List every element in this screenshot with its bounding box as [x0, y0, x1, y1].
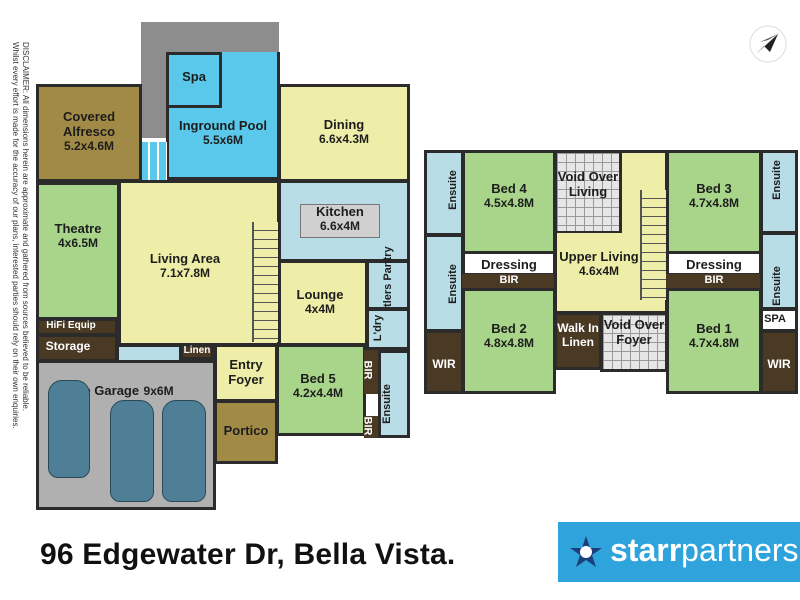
- brand-name-a: starr: [610, 532, 682, 568]
- upper-living-label: Upper Living 4.6x4M: [559, 249, 639, 278]
- bed2-label: Bed 2 4.8x4.8M: [483, 321, 535, 350]
- kitchen-island: [300, 204, 380, 238]
- void-foyer-label: Void Over Foyer: [603, 317, 665, 347]
- car-icon: [162, 400, 206, 502]
- walk-in-linen-label: Walk In Linen: [557, 321, 599, 349]
- portico-room: [214, 400, 278, 464]
- pool-steps: [141, 142, 167, 180]
- spa-label-top: Spa: [182, 69, 206, 84]
- ensuite-upper-r1: [760, 150, 798, 234]
- spa-room-overlay: [166, 52, 222, 108]
- upper-stairs: [640, 190, 666, 300]
- north-arrow-icon: [748, 24, 788, 64]
- brand-wordmark: starrpartners: [610, 532, 799, 569]
- butlers-pantry-room: [366, 260, 410, 310]
- bed5-room: [276, 344, 366, 436]
- wir-left-room: [424, 330, 464, 394]
- void-living-room: [554, 150, 622, 234]
- ensuite-upper-l1-label: Ensuite: [447, 170, 459, 210]
- entry-foyer-label: Entry Foyer: [228, 357, 264, 387]
- kitchen-label: Kitchen 6.6x4M: [316, 204, 364, 233]
- portico-label: Portico: [223, 423, 269, 438]
- ensuite-upper-r1-label: Ensuite: [771, 160, 783, 200]
- theatre-label: Theatre 4x6.5M: [54, 221, 102, 250]
- wir-left-label: WIR: [432, 357, 456, 371]
- lounge-room: [278, 260, 368, 346]
- property-address: 96 Edgewater Dr, Bella Vista.: [40, 538, 456, 571]
- lounge-label: Lounge 4x4M: [296, 287, 344, 316]
- storage-label: Storage: [45, 339, 91, 353]
- bed1-label: Bed 1 4.7x4.8M: [688, 321, 740, 350]
- linen-label: Linen: [183, 345, 211, 356]
- dressing-left-label: Dressing: [481, 257, 537, 272]
- upper-floor-plan: Ensuite Ensuite WIR Bed 4 4.5x4.8M Dress…: [424, 150, 798, 394]
- linen-room: [180, 344, 214, 360]
- brand-logo: starrpartners: [558, 522, 800, 582]
- ensuite-upper-l2-label: Ensuite: [447, 264, 459, 304]
- dressing-left-room: [462, 252, 556, 276]
- spa-upper-label: SPA: [764, 313, 786, 325]
- laundry-room: [366, 308, 410, 350]
- alfresco-label: Covered Alfresco 5.2x4.6M: [62, 109, 116, 153]
- walk-in-linen-room: [554, 312, 602, 370]
- bir-a: BIR: [361, 350, 380, 394]
- dining-room: [278, 84, 410, 182]
- living-label: Living Area 7.1x7.8M: [149, 251, 221, 280]
- ground-floor-plan: Spa Spa Inground Pool 5.5x6M Covered Alf…: [0, 0, 420, 520]
- ensuite-upper-r2: [760, 232, 798, 310]
- pool-label: Inground Pool 5.5x6M: [178, 118, 268, 147]
- wir-right-label: WIR: [767, 357, 791, 371]
- dressing-right-label: Dressing: [686, 257, 742, 272]
- dining-label: Dining 6.6x4.3M: [318, 117, 370, 146]
- storage-room: [36, 334, 118, 362]
- ensuite-ground-room: [378, 350, 410, 438]
- bed3-room: [666, 150, 762, 254]
- bed3-label: Bed 3 4.7x4.8M: [688, 181, 740, 210]
- wir-right-room: [760, 330, 798, 394]
- car-icon: [110, 400, 154, 502]
- void-living-label: Void Over Living: [557, 169, 619, 199]
- bir-right: BIR: [666, 274, 762, 290]
- bed2-room: [462, 288, 556, 394]
- bed5-label: Bed 5 4.2x4.4M: [292, 371, 344, 400]
- star-icon: [568, 534, 604, 570]
- alfresco-room: [36, 84, 142, 182]
- bir-left: BIR: [462, 274, 556, 290]
- ground-stairs: [252, 222, 278, 342]
- bed4-label: Bed 4 4.5x4.8M: [483, 181, 535, 210]
- bed4-room: [462, 150, 556, 254]
- hifi-label: HiFi Equip: [46, 320, 96, 331]
- brand-name-b: partners: [681, 532, 799, 568]
- ensuite-upper-r2-label: Ensuite: [771, 266, 783, 306]
- bir-b: BIR: [361, 416, 380, 438]
- car-icon: [48, 380, 90, 478]
